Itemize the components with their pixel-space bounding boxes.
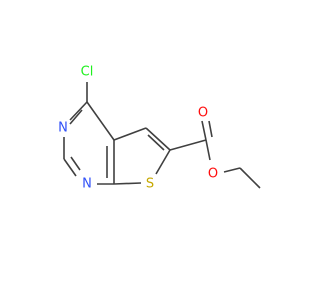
bond-c4-n3-double <box>69 109 83 125</box>
thiophene-ring <box>113 127 171 185</box>
atom-chlorine: Cl <box>81 65 94 80</box>
ester-group <box>169 120 261 189</box>
bond-c4-n3 <box>69 101 88 121</box>
molecule-structure: Cl N N S O O <box>58 65 261 192</box>
bond-carbonyl <box>201 120 207 141</box>
bond-c2-n1-double <box>70 156 81 171</box>
bond-ch2-ch3 <box>239 167 261 189</box>
bond-o-ch2 <box>223 167 241 173</box>
bond-c3a-c3 <box>113 127 147 141</box>
atom-oxygen-ester: O <box>208 167 218 182</box>
atom-sulfur: S <box>146 177 154 192</box>
atom-nitrogen-3: N <box>58 121 68 136</box>
bond-c3-c2t-double <box>147 134 165 151</box>
bond-ccarb-o <box>205 139 211 161</box>
bond-c3a-c4 <box>86 101 115 141</box>
bond-carbonyl-double <box>208 120 213 138</box>
bond-c2-n1 <box>63 158 77 177</box>
atom-nitrogen-1: N <box>82 177 92 192</box>
pyrimidine-ring <box>63 101 115 185</box>
bond-c3-c2t <box>145 127 171 151</box>
atom-oxygen-carbonyl: O <box>198 106 208 121</box>
bond-s-c7a <box>113 182 142 185</box>
bond-c2t-s <box>155 149 171 175</box>
bond-c2t-ccarb <box>169 139 207 151</box>
